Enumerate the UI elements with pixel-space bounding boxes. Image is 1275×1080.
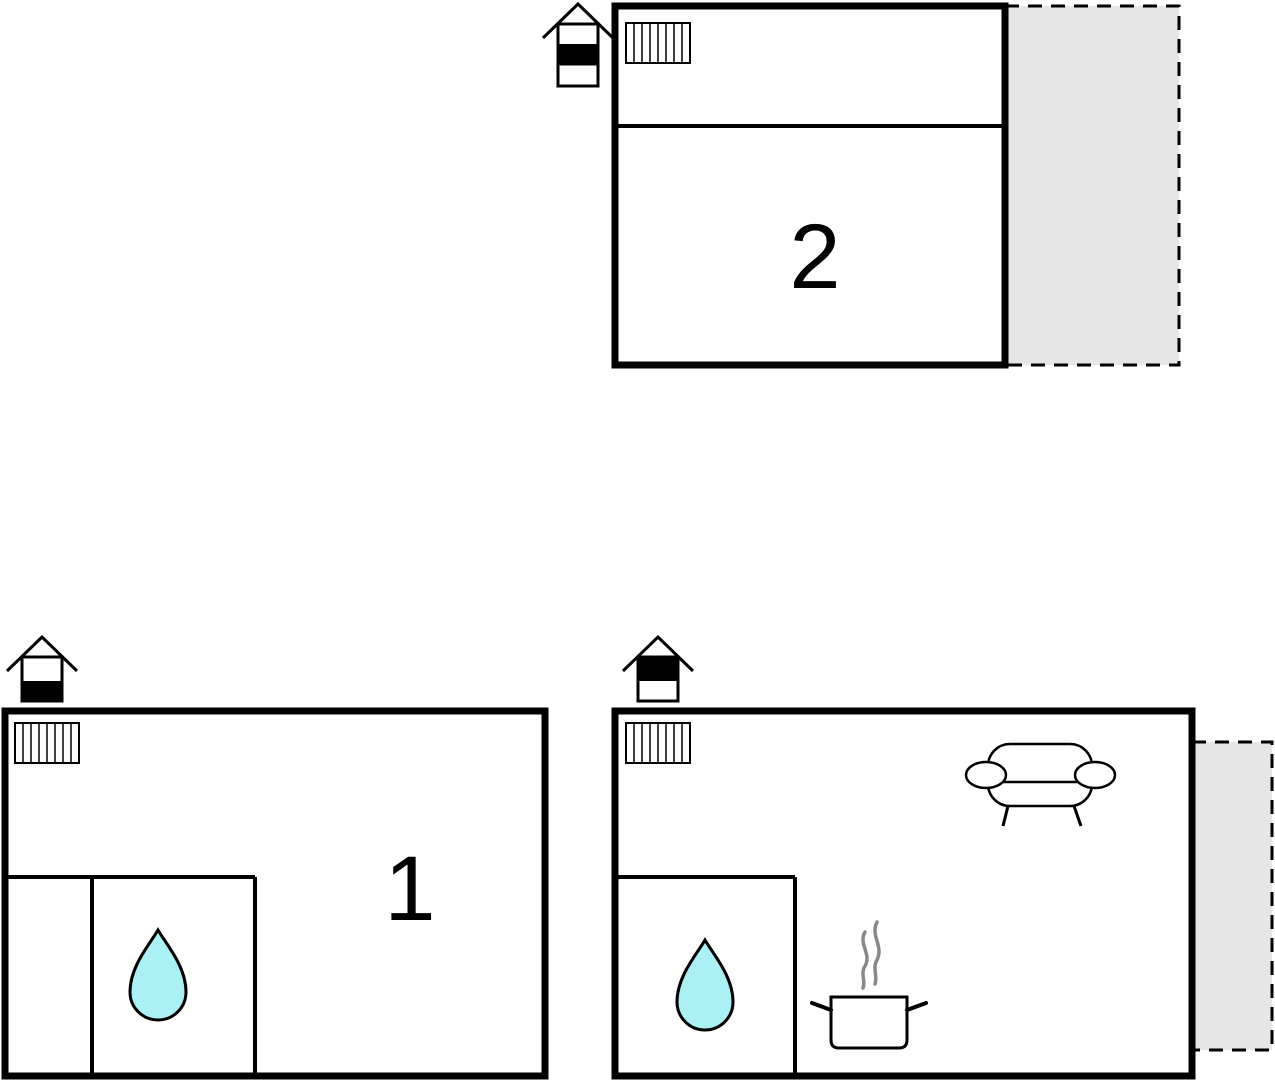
ground-floor-unit-1: 1 — [1, 634, 549, 1080]
unit-1-outline — [1, 707, 549, 1080]
room-number-1: 1 — [384, 838, 435, 940]
unit-2-terrace — [1190, 740, 1274, 1052]
sofa-icon — [964, 742, 1117, 827]
upper-floor: 2 — [541, 1, 1181, 369]
room-number-2: 2 — [789, 206, 840, 308]
floor-level-icon — [621, 634, 695, 703]
radiator-icon — [14, 722, 80, 764]
radiator-icon — [625, 722, 691, 764]
upper-room-outline — [611, 2, 1009, 369]
floor-level-icon — [541, 1, 615, 88]
radiator-icon — [625, 22, 691, 64]
upper-terrace — [1003, 4, 1181, 367]
ground-floor-unit-2 — [611, 634, 1274, 1080]
floor-level-icon — [5, 634, 79, 703]
cooking-pot-icon — [810, 920, 928, 1050]
